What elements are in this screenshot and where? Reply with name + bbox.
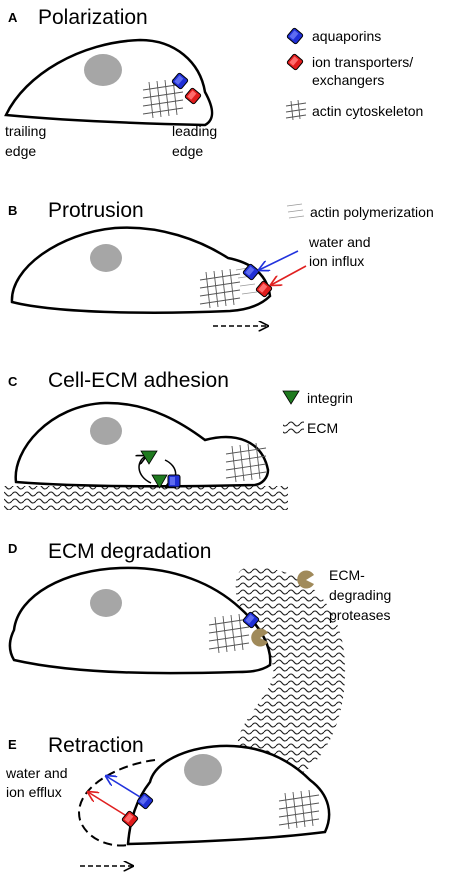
legend-integrin: integrin — [307, 390, 353, 406]
panel-a: A Polarization trailing edge leading edg… — [4, 6, 423, 159]
legend-actin-polymerization: actin polymerization — [310, 204, 434, 220]
trailing-edge-label-2: edge — [5, 143, 36, 159]
panel-d-title: ECM degradation — [48, 540, 211, 563]
nucleus-c — [90, 417, 122, 445]
panel-a-letter: A — [8, 10, 18, 25]
legend-actin-polymerization-icon — [286, 203, 305, 219]
panel-b: B Protrusion actin polymerization water … — [8, 199, 434, 326]
leading-edge-label-2: edge — [172, 143, 203, 159]
leading-edge-label-1: leading — [172, 123, 217, 139]
legend-integrin-icon — [282, 390, 300, 405]
legend-aquaporin-icon — [286, 27, 304, 45]
nucleus-b — [90, 244, 122, 272]
nucleus-d — [90, 589, 122, 617]
integrin-membrane — [151, 474, 168, 489]
legend-actin-icon — [285, 99, 307, 121]
nucleus-e — [184, 754, 222, 786]
panel-e: E Retraction water and ion efflux — [5, 734, 331, 866]
panel-c-title: Cell-ECM adhesion — [48, 369, 229, 392]
cell-body-e — [126, 744, 331, 846]
panel-e-title: Retraction — [48, 734, 144, 757]
cell-body-c — [14, 401, 270, 488]
efflux-label-1: water and — [5, 765, 67, 781]
legend-proteases-2: degrading — [329, 587, 391, 603]
panel-a-title: Polarization — [38, 6, 148, 29]
legend-proteases-3: proteases — [329, 607, 390, 623]
ecm-matrix-d — [235, 567, 346, 787]
water-efflux-arrow — [106, 776, 141, 798]
panel-c: C Cell-ECM adhesion integrin ECM — [4, 369, 353, 510]
influx-label-2: ion influx — [309, 253, 364, 269]
efflux-label-2: ion efflux — [6, 784, 62, 800]
integrin-internal — [140, 450, 158, 465]
ion-influx-arrow — [271, 265, 307, 285]
legend-ion-transporter-icon — [286, 53, 304, 71]
legend-ion-transporters-2: exchangers — [312, 72, 384, 88]
panel-d: D ECM degradation ECM- degrading proteas… — [8, 540, 391, 787]
legend-proteases-1: ECM- — [329, 567, 365, 583]
nucleus-a — [84, 54, 122, 86]
legend-ecm: ECM — [307, 420, 338, 436]
legend-ion-transporters-1: ion transporters/ — [312, 54, 413, 70]
panel-b-letter: B — [8, 203, 17, 218]
influx-label-1: water and — [308, 234, 370, 250]
legend-actin-cytoskeleton: actin cytoskeleton — [312, 103, 423, 119]
aquaporin-c — [167, 474, 181, 488]
former-cell-outline-e — [78, 759, 156, 847]
legend-aquaporins: aquaporins — [312, 28, 381, 44]
panel-d-letter: D — [8, 541, 17, 556]
panel-b-title: Protrusion — [48, 199, 144, 222]
ion-efflux-arrow — [88, 792, 126, 816]
protease-d — [251, 628, 268, 647]
legend-ecm-icon — [283, 421, 304, 435]
integrin-recycle-arrow-up — [139, 456, 152, 484]
trailing-edge-label-1: trailing — [5, 123, 46, 139]
panel-c-letter: C — [8, 374, 18, 389]
panel-e-letter: E — [8, 737, 17, 752]
ecm-substrate-c — [4, 486, 288, 510]
cell-body-b — [10, 226, 272, 314]
cell-body-d — [8, 566, 272, 675]
water-influx-arrow — [259, 250, 299, 270]
legend-protease-icon — [297, 570, 314, 589]
